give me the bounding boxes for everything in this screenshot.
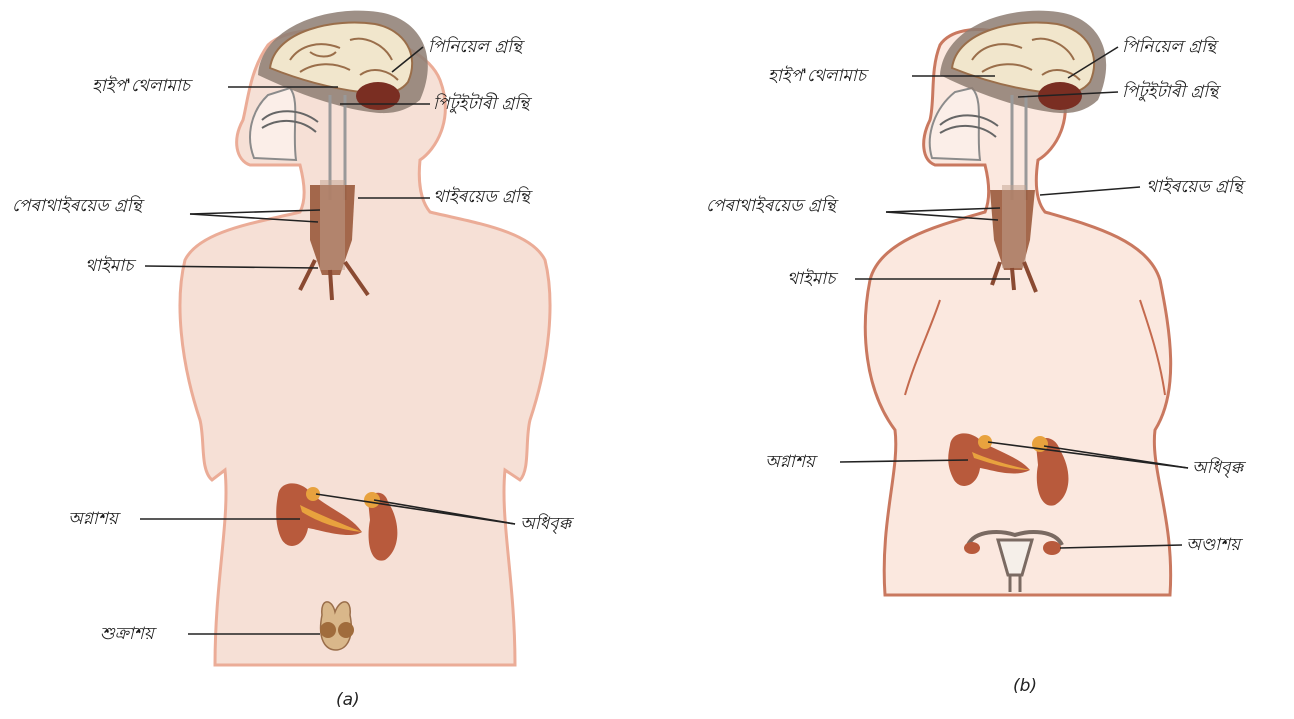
label-b-hypothalamus: হাইপ'থেলামাচ bbox=[768, 66, 866, 86]
label-a-parathyroid: পেৰাথাইৰয়েড গ্ৰন্থি bbox=[12, 196, 142, 216]
label-b-pituitary: পিটুইটাৰী গ্ৰন্থি bbox=[1122, 82, 1218, 102]
label-a-pancreas: অগ্নাশয় bbox=[68, 509, 118, 529]
label-b-thymus: থাইমাচ bbox=[787, 269, 835, 289]
label-b-adrenal: অধিবৃক্ক bbox=[1192, 458, 1243, 478]
label-a-testis: শুক্ৰাশয় bbox=[100, 624, 154, 644]
label-b-ovary: অণ্ডাশয় bbox=[1186, 535, 1240, 555]
caption-a: (a) bbox=[336, 690, 360, 710]
label-a-thymus: থাইমাচ bbox=[85, 256, 133, 276]
label-b-parathyroid: পেৰাথাইৰয়েড গ্ৰন্থি bbox=[706, 196, 836, 216]
label-b-pineal: পিনিয়েল গ্রন্থি bbox=[1122, 37, 1216, 57]
label-b-pancreas: অগ্নাশয় bbox=[765, 452, 815, 472]
label-a-hypothalamus: হাইপ'থেলামাচ bbox=[92, 76, 190, 96]
label-a-thyroid: থাইৰয়েড গ্ৰন্থি bbox=[433, 187, 530, 207]
label-a-pineal: পিনিয়েল গ্রন্থি bbox=[428, 37, 522, 57]
label-b-thyroid: থাইৰয়েড গ্ৰন্থি bbox=[1146, 177, 1243, 197]
label-a-adrenal: অধিবৃক্ক bbox=[520, 514, 571, 534]
caption-b: (b) bbox=[1013, 676, 1037, 696]
label-a-pituitary: পিটুইটাৰী গ্ৰন্থি bbox=[433, 94, 529, 114]
